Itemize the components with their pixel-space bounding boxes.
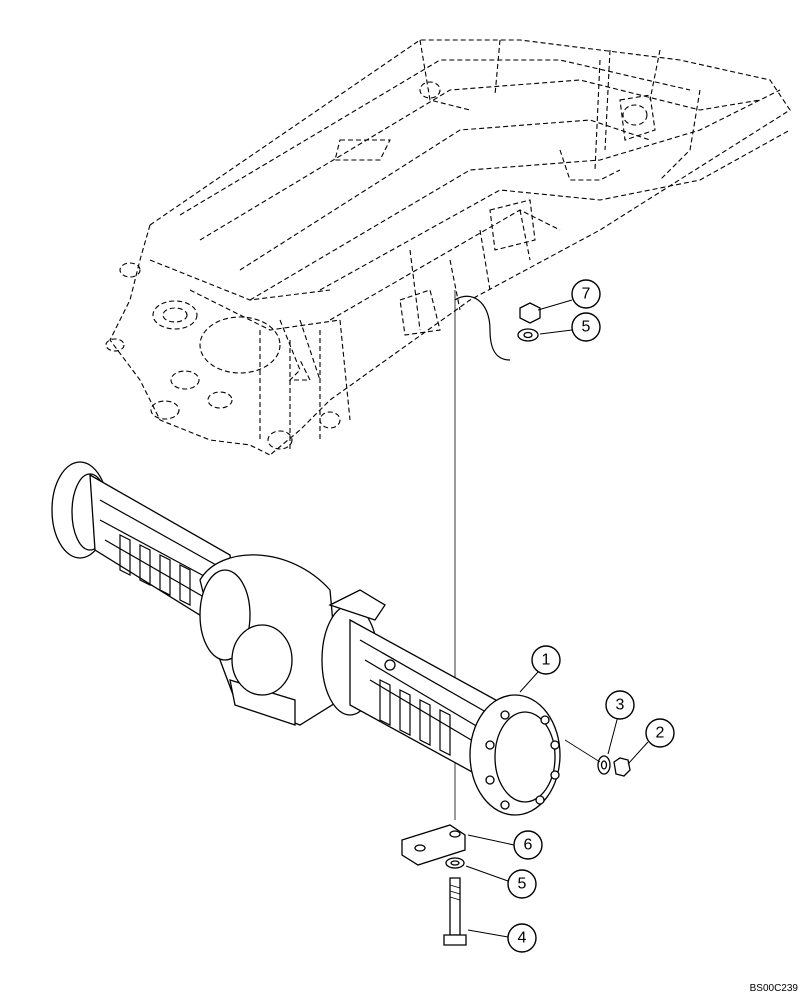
callout-6-label: 6	[524, 837, 533, 854]
callout-1: 1	[531, 645, 561, 675]
leader-6	[467, 834, 515, 846]
leader-1	[519, 671, 539, 693]
callout-2: 2	[645, 718, 675, 748]
leader-hub-to-washer	[564, 739, 601, 763]
callout-7-label: 7	[582, 286, 591, 303]
drawing-reference: BS00C239	[749, 983, 798, 994]
part-7-nut	[519, 302, 541, 324]
chassis-frame	[105, 39, 791, 456]
part-4-bolt	[443, 877, 467, 946]
callout-6: 6	[513, 830, 543, 860]
axle-assembly	[51, 461, 561, 816]
callout-5-lower: 5	[507, 869, 537, 899]
callout-3-label: 3	[616, 697, 625, 714]
part-5-washer-lower	[445, 857, 465, 869]
callout-5-lower-label: 5	[518, 876, 527, 893]
callout-1-label: 1	[542, 652, 551, 669]
part-5-washer-upper	[517, 328, 539, 342]
callout-4-label: 4	[518, 930, 527, 947]
leader-2	[627, 741, 649, 765]
leader-5-lower	[465, 865, 509, 882]
part-6-plate	[401, 824, 466, 866]
callout-5-upper: 5	[571, 312, 601, 342]
callout-5-upper-label: 5	[582, 319, 591, 336]
hardware-leader-line	[454, 295, 511, 361]
leader-4	[467, 929, 509, 938]
callout-2-label: 2	[656, 725, 665, 742]
callout-3: 3	[605, 690, 635, 720]
leader-7	[537, 299, 573, 311]
part-2-nut	[613, 757, 631, 777]
leader-5-upper	[539, 329, 573, 335]
part-3-washer	[597, 755, 611, 775]
leader-3	[607, 715, 619, 755]
callout-7: 7	[571, 279, 601, 309]
callout-4: 4	[507, 923, 537, 953]
